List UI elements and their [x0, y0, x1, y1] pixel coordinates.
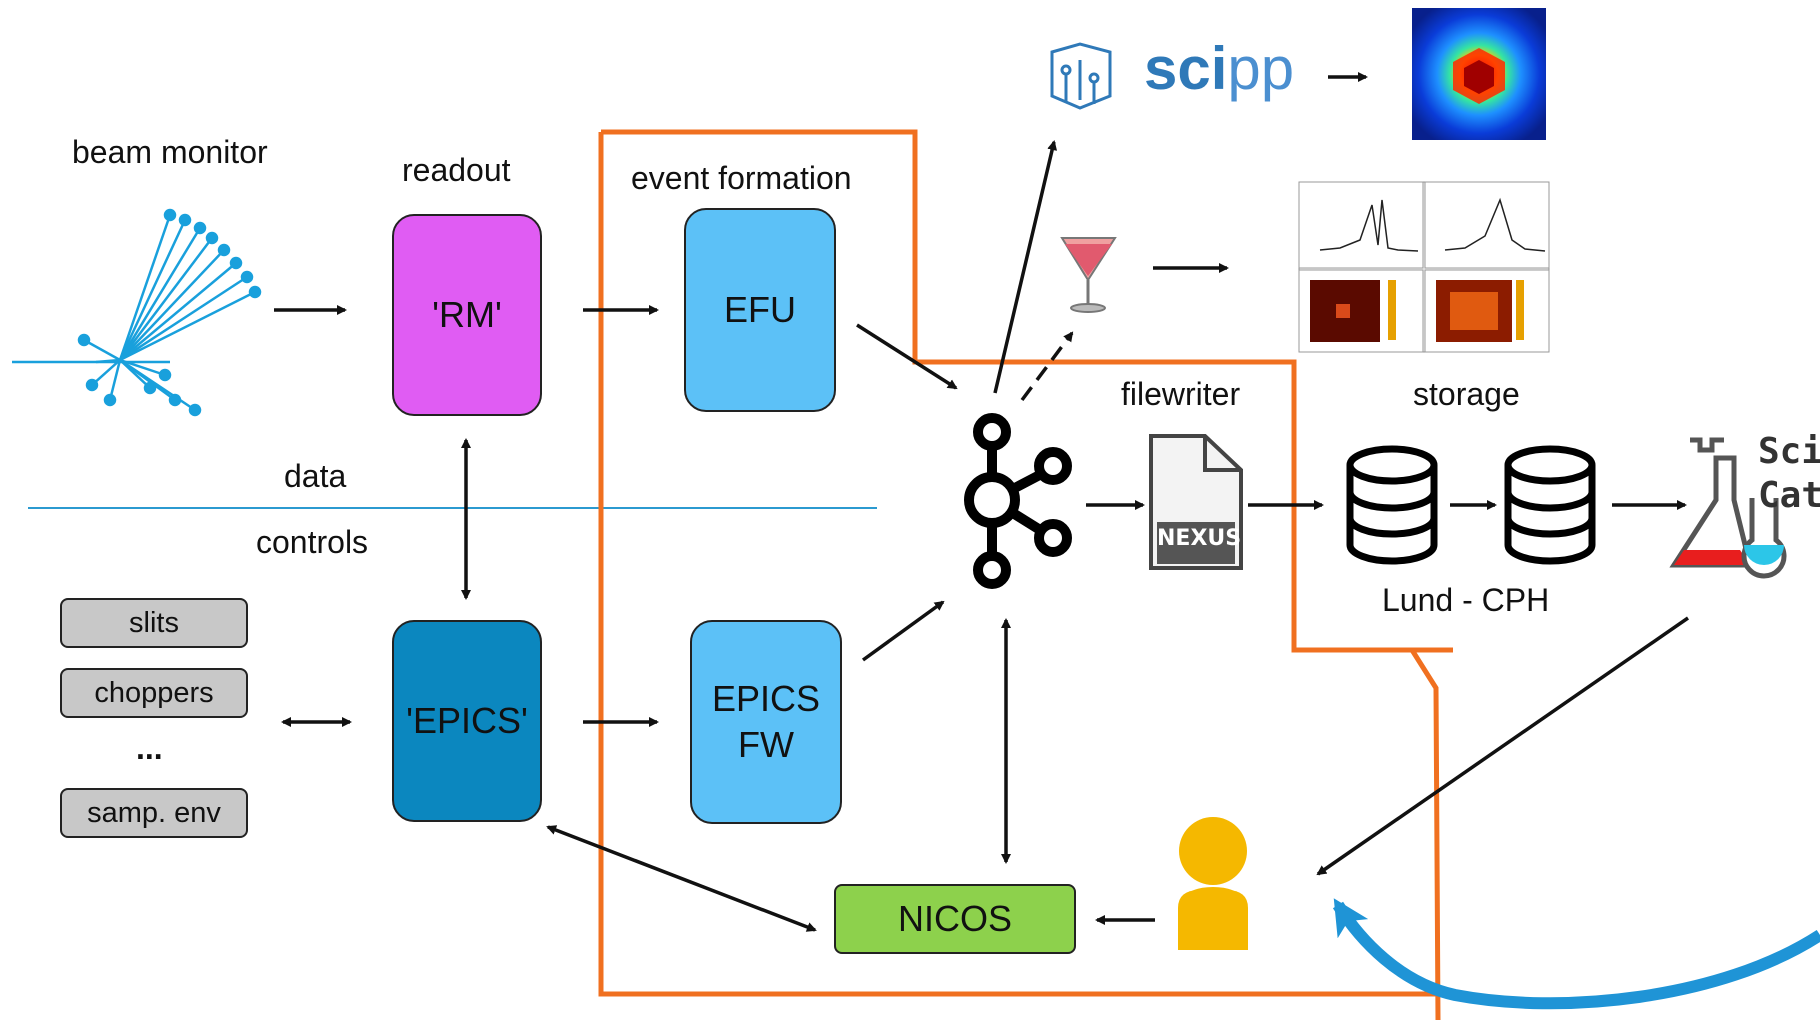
scicat-line2: Cat — [1758, 475, 1820, 516]
scipp-logo-icon — [1050, 42, 1112, 110]
epics-fw-line1: EPICS — [711, 678, 821, 719]
nicos-box: NICOS — [834, 884, 1076, 954]
event-formation-label: event formation — [631, 160, 852, 196]
feedback-curve — [1332, 898, 1820, 1010]
choppers-box: choppers — [60, 668, 248, 718]
heatmap-image — [1412, 8, 1546, 140]
scicat-flask-icon — [1669, 437, 1787, 579]
efu-box: EFU — [684, 208, 836, 412]
epics-box: 'EPICS' — [392, 620, 542, 822]
kafka-icon — [964, 413, 1072, 589]
filewriter-label: filewriter — [1121, 376, 1241, 412]
slits-box: slits — [60, 598, 248, 648]
cocktail-icon — [1060, 237, 1117, 313]
scipp-logo-bold: sci — [1144, 35, 1228, 102]
rm-box: 'RM' — [392, 214, 542, 416]
beam-monitor-icon — [12, 208, 262, 417]
responsibility-boundary — [598, 129, 1453, 1020]
scicat-logo: Sci Cat — [1758, 430, 1820, 518]
controls-label: controls — [256, 524, 369, 560]
readout-label: readout — [402, 152, 511, 188]
nexus-file-text: NEXUS — [1157, 526, 1242, 551]
beam-monitor-label: beam monitor — [72, 134, 268, 170]
scipp-logo-light: pp — [1227, 35, 1295, 102]
storage-label: storage — [1413, 376, 1520, 412]
epics-fw-box: EPICS FW — [690, 620, 842, 824]
arrow-kafka-to-scipp — [993, 140, 1058, 394]
data-label: data — [284, 458, 347, 494]
ellipsis-label: ... — [136, 730, 163, 766]
arrow-epicsfw-to-kafka — [861, 600, 945, 662]
lund-cph-label: Lund - CPH — [1382, 582, 1550, 618]
scipp-logo: scipp — [1144, 34, 1294, 103]
arrow-kafka-to-cocktail — [1020, 331, 1074, 402]
user-icon — [1178, 817, 1248, 950]
plots-screenshot — [1298, 181, 1550, 353]
scicat-line1: Sci — [1758, 431, 1820, 472]
samp-env-box: samp. env — [60, 788, 248, 838]
epics-fw-line2: FW — [738, 724, 794, 765]
arrow-nicos-epics-bidirectional — [546, 825, 817, 932]
arrow-scicat-to-user — [1316, 616, 1689, 876]
database-icon — [1346, 445, 1438, 565]
database-icon — [1504, 445, 1596, 565]
nexus-file-icon — [1149, 434, 1243, 570]
arrow-efu-to-kafka — [856, 323, 958, 390]
